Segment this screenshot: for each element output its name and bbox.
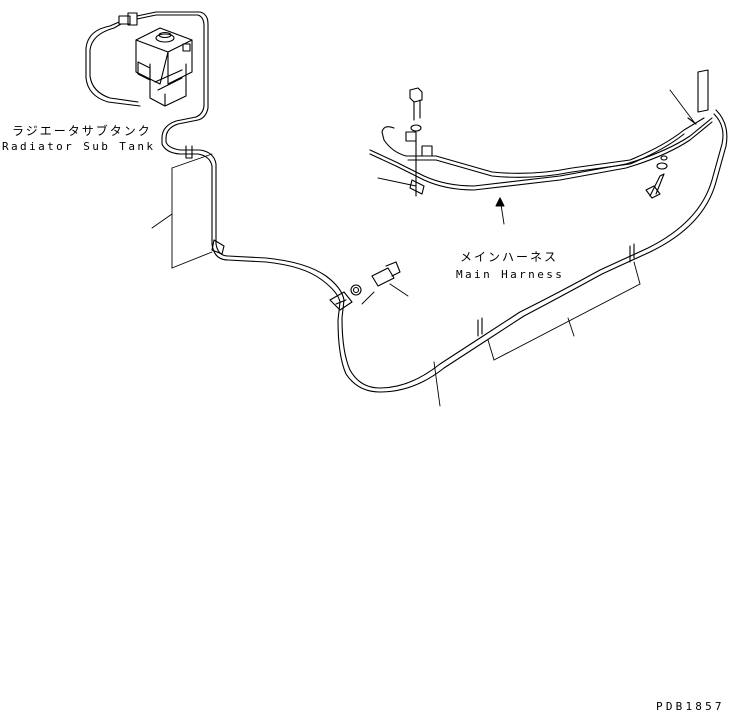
label-main-harness-jp: メインハーネス: [460, 250, 559, 264]
label-main-harness-en: Main Harness: [456, 268, 565, 281]
arrow-head: [495, 197, 505, 207]
radiator-sub-tank: [135, 27, 193, 107]
label-radiator-sub-tank-en: Radiator Sub Tank: [2, 140, 156, 153]
label-radiator-sub-tank-jp: ラジエータサブタンク: [12, 124, 152, 138]
sub-tank-wire-harness: [161, 109, 728, 393]
drawing-code: PDB1857: [656, 700, 725, 713]
tank-wire-connector: [85, 11, 209, 121]
leader-lines: [151, 89, 695, 407]
harness-clamps: [329, 243, 635, 337]
main-harness: [369, 69, 713, 199]
center-bolt-washer: [350, 261, 401, 296]
